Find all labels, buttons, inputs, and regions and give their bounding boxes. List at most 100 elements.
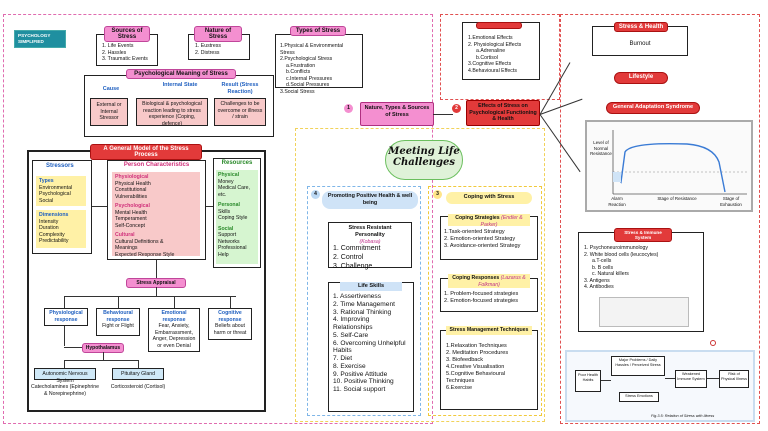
srp-title: Stress Resistant Personality (348, 225, 392, 238)
meaning-state-label: Internal State (162, 82, 198, 88)
life-skill-item: 4. Improving Relationships (333, 316, 373, 332)
coping-strategy-item: 3. Avoidance-oriented Strategy (444, 242, 521, 249)
right-region (560, 14, 760, 424)
coping-response-item: 1. Problem-focused strategies (444, 291, 519, 297)
node-2-circle: 2 (452, 104, 461, 113)
types-item: d.Social Pressures (286, 82, 330, 88)
pituitary-output: Corticosteroid (Cortisol) (110, 384, 166, 390)
lifestyle: Lifestyle (614, 72, 668, 84)
gas-curve (612, 130, 747, 195)
life-skill-item: 8. Exercise (333, 362, 366, 370)
life-skill-item: 1. Assertiveness (333, 293, 382, 300)
immune-item: 3. Antigens (584, 277, 610, 284)
flow-arrow (665, 378, 675, 379)
connector (64, 296, 236, 297)
connector (64, 326, 65, 346)
psychological-label: Psychological (115, 203, 150, 209)
connector (206, 206, 213, 207)
stressor-dimensions-panel: Dimensions Intensity Duration Complexity… (36, 210, 86, 248)
coping-strategy-item: 1.Task-oriented Strategy (444, 229, 505, 235)
ans-box: Autonomic Nervous System (34, 368, 96, 384)
stress-technique-item: 4.Creative Visualisation (446, 363, 505, 370)
cognitive-response-box: Cognitive response Beliefs about harm or… (208, 308, 252, 340)
effect-item: 4.Behavioural Effects (468, 67, 517, 74)
emotional-response-box: Emotional response Fear, Anxiety, Embarr… (148, 308, 200, 352)
life-skills-box: 1. Assertiveness 2. Time Management 3. R… (328, 282, 414, 412)
stressor-type-item: Social (39, 197, 54, 204)
stress-management-box: 1.Relaxation Techniques 2. Meditation Pr… (440, 330, 538, 410)
promoting-region (307, 186, 421, 416)
flow-major: Major Problems / Daily Hassles / Perceiv… (611, 356, 665, 376)
stressor-type-item: Environmental (39, 184, 73, 191)
gas-alarm-fill (613, 172, 621, 182)
nature-item: 2. Distress (195, 49, 220, 56)
immune-item: 1. Psychoneuroimmunology (584, 245, 649, 251)
logo-line2: SIMPLIFIED (18, 38, 44, 44)
node-4-circle: 4 (311, 190, 320, 199)
center-title-line1: Meeting Life (388, 146, 460, 157)
coping-strategies-title: Coping Strategies (455, 215, 500, 221)
res-personal-label: Personal (218, 202, 240, 208)
immune-box: 1. Psychoneuroimmunology 2. White blood … (578, 232, 704, 332)
types-item: 2.Psychological Stress (280, 56, 333, 62)
res-social-item: Help (218, 251, 229, 258)
connector (118, 296, 119, 308)
connector (433, 114, 453, 115)
effects-box: 1.Emotional Effects 2. Physiological Eff… (462, 22, 540, 80)
res-physical-item: Money (218, 178, 234, 185)
coping-strategies-header: Coping Strategies (Endler & Parker) (448, 214, 530, 228)
psych-meaning-title: Psychological Meaning of Stress (126, 69, 236, 79)
stressor-dimensions-label: Dimensions (39, 212, 69, 218)
effect-item: b.Cortisol (476, 54, 498, 61)
meaning-cause: External or Internal Stressor (90, 98, 128, 126)
srp-item: 3. Challenge (333, 262, 373, 270)
gas-resistance-label: Stage of Resistance (657, 196, 697, 201)
stress-technique-item: 1.Relaxation Techniques (446, 343, 507, 349)
gas-chart: Level of Normal Resistance Alarm Reactio… (585, 120, 753, 212)
sources-item: 3. Traumatic Events (102, 56, 148, 62)
emotional-response-title: Emotional response (161, 310, 187, 323)
types-item: c.Internal Pressures (286, 75, 333, 82)
cognitive-response-text: Beliefs about harm or threat (213, 323, 247, 336)
cultural-item: Expected Response Style (115, 251, 175, 258)
node-2: Effects of Stress on Psychological Funct… (466, 100, 540, 126)
connector (92, 206, 107, 207)
effect-item: 2. Physiological Effects (468, 41, 522, 48)
sources-of-stress-title: Sources of Stress (104, 26, 150, 42)
magnifier-icon[interactable] (710, 340, 716, 346)
cultural-item: Cultural Definitions & (115, 238, 164, 245)
stressor-type-item: Psychological (39, 191, 71, 197)
gas-title: General Adaptation Syndrome (606, 102, 700, 114)
stress-technique-item: 3. Biofeedback (446, 356, 484, 363)
resources-panel: Physical Money Medical Care, etc. Person… (216, 170, 258, 264)
stress-technique-item: 6.Exercise (446, 384, 473, 391)
immune-thumbnail (599, 297, 689, 327)
effect-item: a.Adrenaline (476, 48, 506, 54)
srp-item: 2. Control (333, 254, 364, 261)
connector (64, 360, 65, 368)
stress-illness-figure: Poor Health Habits Major Problems / Dail… (565, 350, 755, 422)
connector (103, 352, 104, 360)
life-skill-item: 9. Positive Attitude (333, 370, 388, 378)
types-item: 3.Social Stress (280, 88, 315, 95)
immune-item: b. B cells (592, 264, 614, 271)
nature-of-stress-title: Nature of Stress (194, 26, 242, 42)
srp-box: Stress Resistant Personality (Kobasa) 1.… (328, 222, 412, 270)
ans-output: Catecholamines (Epinephrine & Norepineph… (30, 384, 100, 397)
node-3-circle: 3 (433, 190, 442, 199)
coping-responses-sub: (Lazarus & Folkman) (478, 275, 526, 288)
resources-title: Resources (221, 160, 253, 166)
life-skill-item: 5. Self-Care (333, 331, 369, 339)
types-of-stress-box: 1.Physical & Environmental Stress 2.Psyc… (275, 34, 363, 95)
physiological-item: Vulnerabilities (115, 193, 148, 200)
stressor-dimension-item: Complexity (39, 231, 65, 238)
cultural-label: Cultural (115, 232, 135, 238)
life-skills-title: Life Skills (340, 282, 402, 291)
emotional-response-text: Fear, Anxiety, Embarrassment, Anger, Dep… (152, 323, 196, 349)
types-item: 1.Physical & Environmental Stress (280, 43, 344, 56)
gas-resistance-curve (612, 143, 726, 193)
effect-item: 1.Emotional Effects (468, 35, 513, 41)
meaning-state: Biological & psychological reaction lead… (136, 98, 208, 127)
res-social-label: Social (218, 225, 234, 232)
stressor-types-panel: Types Environmental Psychological Social (36, 176, 86, 206)
